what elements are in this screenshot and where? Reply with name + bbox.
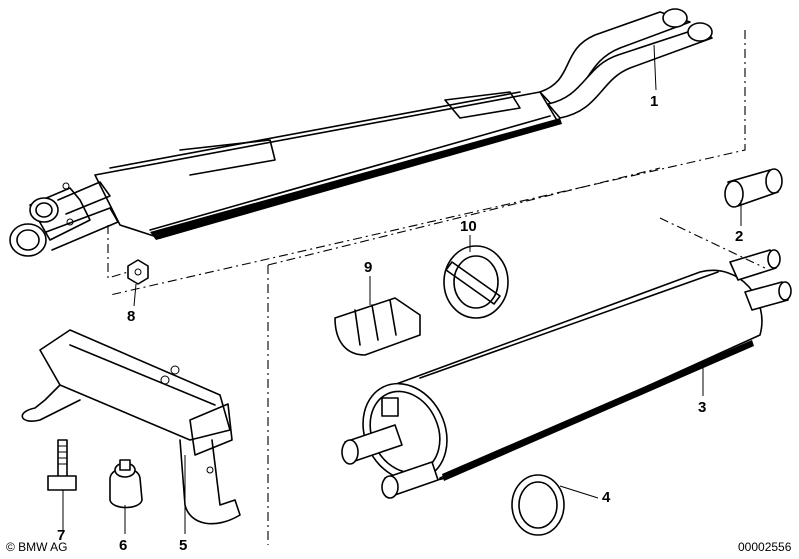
rubber-mount[interactable]	[109, 459, 143, 509]
front-silencer-pipe[interactable]	[9, 8, 713, 257]
callout-10: 10	[460, 218, 477, 235]
callout-5: 5	[179, 537, 187, 554]
reference-lines	[107, 30, 766, 545]
callout-3: 3	[698, 399, 706, 416]
hex-bolt[interactable]	[47, 439, 77, 491]
callout-7: 7	[57, 527, 65, 544]
callout-2: 2	[735, 228, 743, 245]
rubber-strap[interactable]	[334, 297, 421, 356]
mounting-bracket[interactable]	[21, 329, 241, 525]
part-callouts: 1 2 3 4 5 6 7 8 9 10	[57, 93, 743, 554]
rubber-ring-hanger[interactable]	[443, 245, 509, 319]
hex-nut[interactable]	[127, 259, 149, 285]
callout-9: 9	[364, 259, 372, 276]
copyright-label: © BMW AG	[6, 540, 68, 554]
gasket-ring[interactable]	[511, 474, 565, 536]
pipe-sleeve[interactable]	[724, 168, 783, 208]
callout-1: 1	[650, 93, 658, 110]
callout-6: 6	[119, 537, 127, 554]
rear-silencer[interactable]	[341, 249, 792, 499]
callout-8: 8	[127, 308, 135, 325]
leader-lines	[62, 44, 742, 534]
callout-4: 4	[602, 489, 611, 506]
drawing-number: 00002556	[738, 540, 792, 554]
